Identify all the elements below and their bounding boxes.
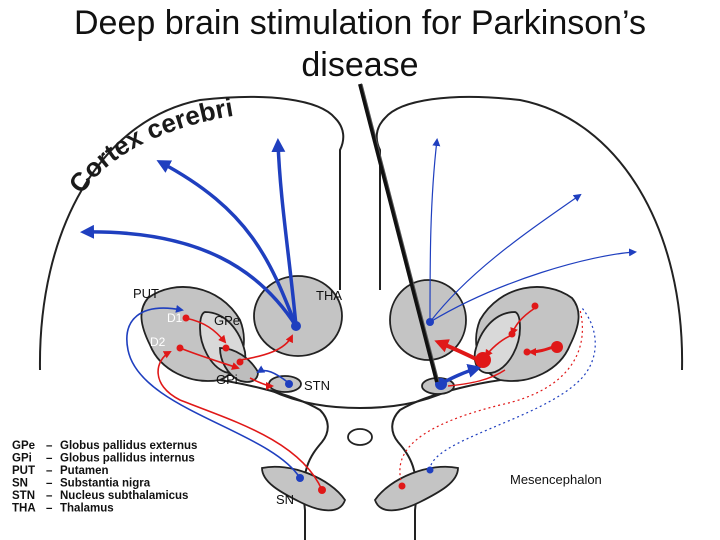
thalamus-left-neuron: [291, 321, 301, 331]
legend-description: Globus pallidus internus: [60, 453, 195, 465]
thalamocortical-fiber: [429, 193, 582, 323]
nigrostriatal-fiber-blue-dotted: [429, 307, 596, 471]
legend-description: Substantia nigra: [60, 478, 151, 490]
label-stn: STN: [304, 378, 330, 393]
title-line-1: Deep brain stimulation for Parkinson’s: [74, 4, 646, 42]
left-thalamocortical-pathways: [80, 138, 298, 327]
neuron-dot: [318, 486, 326, 494]
neuron-dot: [508, 330, 516, 338]
pallido-subthalamic-fiber: [249, 377, 274, 390]
legend-dash: –: [46, 465, 53, 477]
gpi-thalamus-overactive: [434, 339, 479, 362]
striatal-fiber: [179, 347, 240, 370]
midbrain-outline-right: [391, 377, 521, 540]
label-tha: THA: [316, 288, 342, 303]
thalamocortical-fiber: [271, 138, 298, 327]
legend-dash: –: [46, 440, 53, 452]
dbs-electrode-lead: [358, 83, 439, 383]
legend-abbr: PUT: [12, 465, 35, 477]
legend-abbr: STN: [12, 490, 35, 502]
gpe-neuron-large: [551, 341, 563, 353]
cortex-cerebri-text: Cortex cerebri: [63, 92, 236, 198]
gpi-neuron-large: [475, 352, 491, 368]
right-hemisphere-outline: [375, 95, 684, 371]
pallidothalamic-fiber: [239, 334, 293, 361]
label-gpi: GPi: [216, 372, 238, 387]
thalamus-right-neuron: [426, 318, 434, 326]
midbrain-upper-curve: [269, 389, 451, 410]
legend-dash: –: [46, 453, 53, 465]
left-red-circuits: [157, 317, 323, 491]
label-sn: SN: [276, 492, 294, 507]
neuron-dot: [182, 314, 190, 322]
legend-abbr: GPi: [12, 453, 32, 465]
left-neuron-dots: [176, 314, 326, 494]
neuron-dot: [285, 380, 293, 388]
neuron-dot: [426, 466, 434, 474]
neuron-dot: [398, 482, 406, 490]
legend-description: Putamen: [60, 465, 109, 477]
legend-dash: –: [46, 478, 53, 490]
striatal-fiber: [184, 317, 227, 344]
thalamocortical-fiber: [429, 248, 637, 323]
right-neuron-dots: [398, 302, 563, 490]
neuron-dot: [222, 344, 230, 352]
sn-left: [261, 465, 346, 512]
sn-right: [374, 465, 459, 512]
nigrostriatal-fiber-blue: [126, 304, 301, 479]
thalamus-left: [253, 275, 343, 357]
legend-abbr: THA: [12, 503, 36, 515]
title-line-2: disease: [301, 46, 419, 84]
legend-description: Nucleus subthalamicus: [60, 490, 188, 502]
thalamocortical-fiber: [429, 138, 441, 323]
neuron-dot: [236, 358, 244, 366]
label-mesencephalon: Mesencephalon: [510, 472, 602, 487]
thalamocortical-fiber: [156, 160, 298, 327]
left-hemisphere-outline: [38, 95, 345, 371]
brain-outline: [38, 95, 684, 540]
thalamocortical-fiber: [80, 224, 298, 327]
legend-dash: –: [46, 490, 53, 502]
neuron-dot: [176, 344, 184, 352]
slide-title: Deep brain stimulation for Parkinson’s di…: [0, 2, 720, 86]
legend-abbr: SN: [12, 478, 28, 490]
dbs-electrode-highlight: [361, 83, 440, 383]
nigrostriatal-fiber: [157, 351, 323, 491]
midbrain-outline: [199, 377, 329, 540]
cortex-cerebri-label: Cortex cerebri: [63, 92, 236, 198]
aqueduct: [347, 428, 373, 446]
neuron-dot: [296, 474, 304, 482]
neuron-dot: [523, 348, 531, 356]
nigrostriatal-fiber-dotted: [399, 309, 584, 486]
stn-gpi-fiber: [447, 369, 506, 387]
right-thalamocortical-pathways: [429, 138, 637, 323]
label-d1: D1: [167, 311, 183, 325]
legend-description: Globus pallidus externus: [60, 440, 197, 452]
legend-description: Thalamus: [60, 503, 114, 515]
label-d2: D2: [150, 335, 166, 349]
legend-abbr: GPe: [12, 440, 35, 452]
neuron-dot: [531, 302, 539, 310]
label-put: PUT: [133, 286, 159, 301]
legend-dash: –: [46, 503, 53, 515]
label-gpe: GPe: [214, 313, 240, 328]
